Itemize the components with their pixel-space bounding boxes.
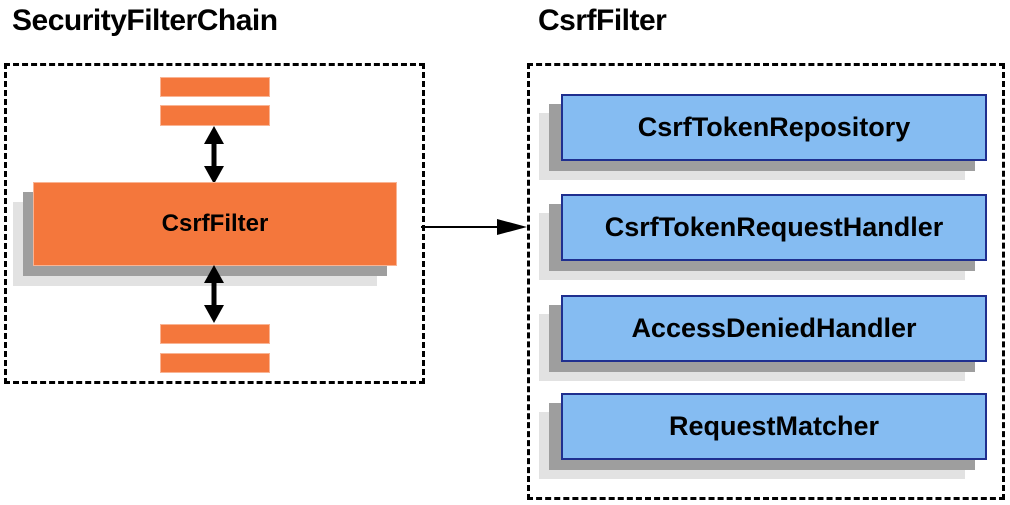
component-csrf-token-repository: CsrfTokenRepository	[539, 94, 989, 184]
csrf-filter-node: CsrfFilter	[33, 182, 397, 266]
csrf-filter-title: CsrfFilter	[538, 4, 667, 37]
component-node: CsrfTokenRepository	[561, 94, 987, 161]
component-label: RequestMatcher	[668, 411, 880, 441]
component-request-matcher: RequestMatcher	[539, 393, 989, 483]
component-label: CsrfTokenRequestHandler	[604, 212, 944, 242]
component-label: CsrfTokenRepository	[637, 112, 911, 142]
csrf-filter-node-label: CsrfFilter	[161, 210, 269, 237]
component-node: RequestMatcher	[561, 393, 987, 460]
csrf-filter-node-group: CsrfFilter	[13, 182, 423, 292]
component-node: AccessDeniedHandler	[561, 295, 987, 362]
security-filter-chain-box	[4, 63, 425, 384]
component-csrf-token-request-handler: CsrfTokenRequestHandler	[539, 194, 989, 284]
security-filter-chain-title: SecurityFilterChain	[12, 4, 278, 37]
csrf-filter-detail-box	[527, 63, 1005, 500]
bidirectional-arrow-icon	[204, 126, 224, 184]
component-node: CsrfTokenRequestHandler	[561, 194, 987, 261]
filter-placeholder-bar	[160, 105, 270, 126]
component-label: AccessDeniedHandler	[631, 313, 917, 343]
component-access-denied-handler: AccessDeniedHandler	[539, 295, 989, 385]
filter-placeholder-bar	[160, 324, 270, 344]
flow-arrow-icon	[421, 219, 527, 235]
filter-placeholder-bar	[160, 353, 270, 373]
bidirectional-arrow-icon	[204, 265, 224, 323]
filter-placeholder-bar	[160, 77, 270, 97]
